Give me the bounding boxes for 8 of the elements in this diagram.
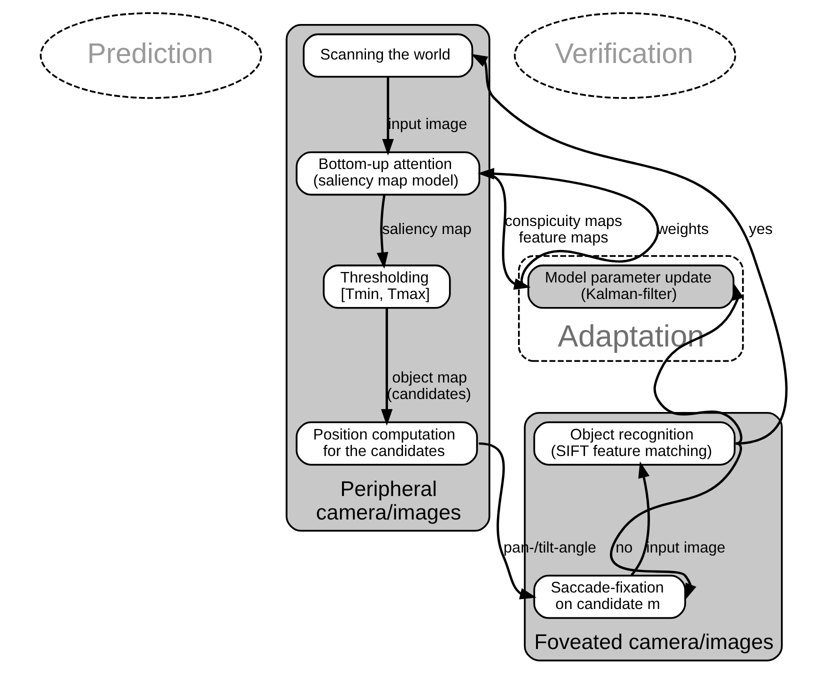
edge-label: object map (candidates) (386, 370, 472, 404)
edge-label: conspicuity maps feature maps (504, 212, 622, 246)
edge-label: yes (748, 221, 773, 238)
edge-label: saliency map (382, 221, 472, 238)
edge-label: input image (646, 539, 726, 556)
edge-label: no (616, 539, 633, 556)
edge-label: weights (656, 221, 709, 238)
edge-label: input image (388, 116, 468, 134)
